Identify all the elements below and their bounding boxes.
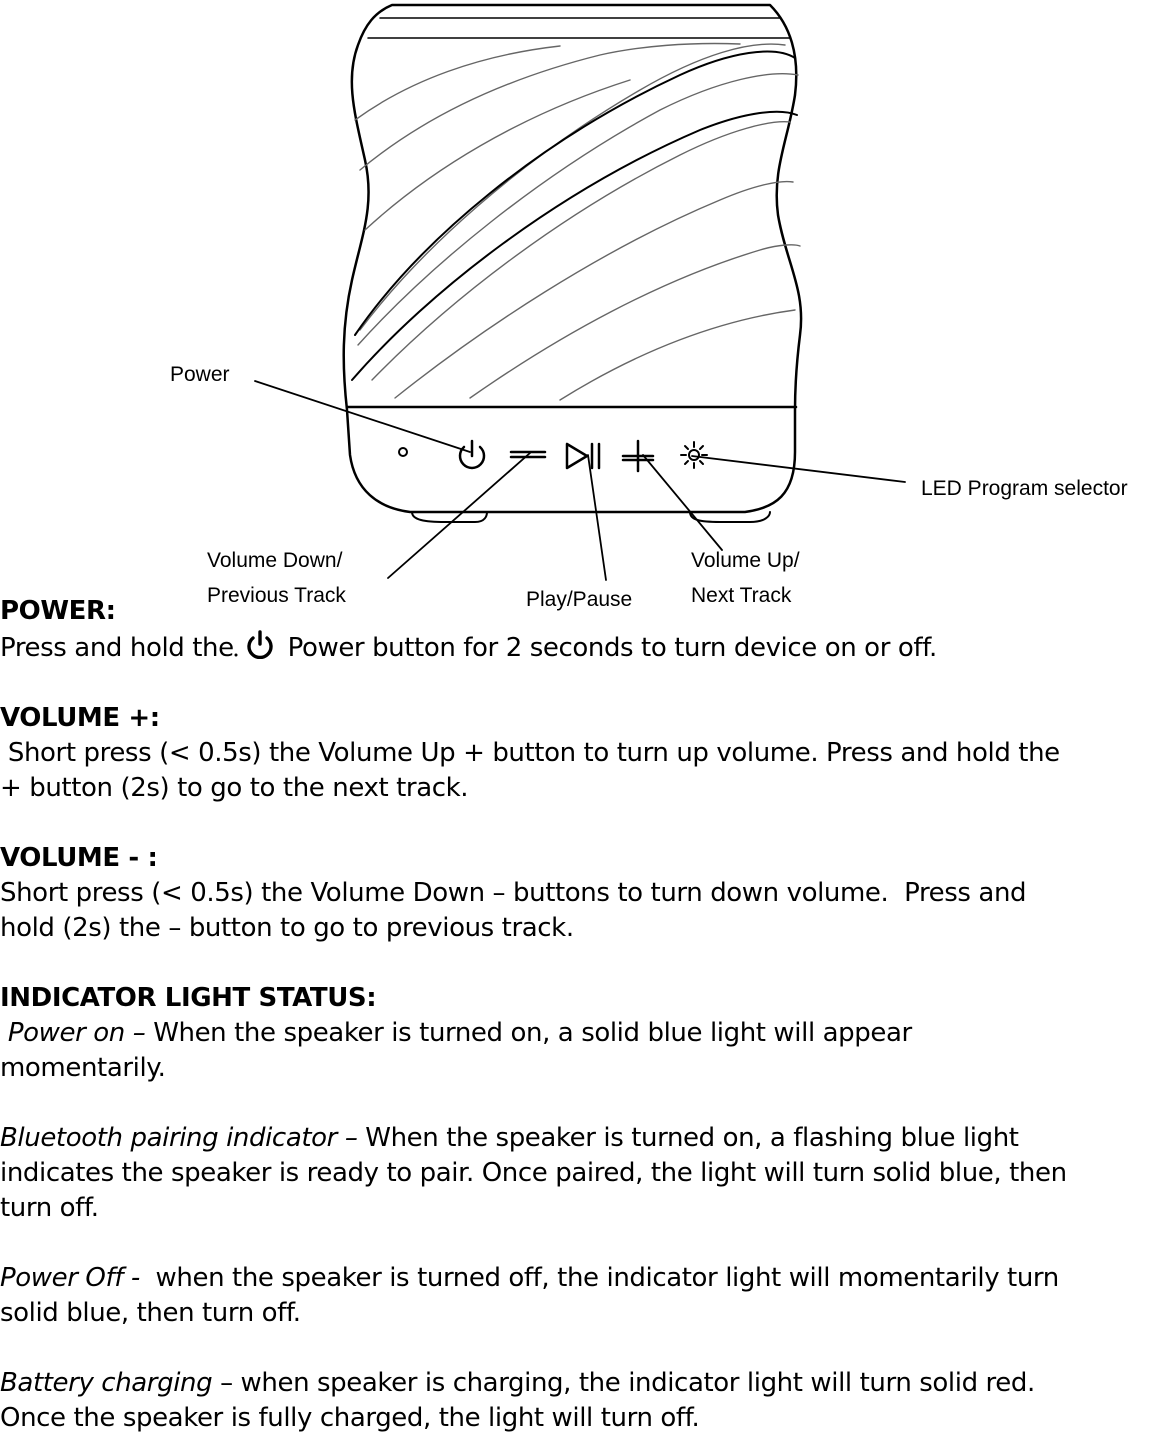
callout-volume-up-line1: Volume Up/	[691, 549, 800, 572]
volume-up-button-icon	[621, 439, 655, 473]
speaker-diagram	[254, 3, 906, 581]
speaker-body-outline	[342, 3, 803, 514]
speaker-feet	[411, 511, 771, 523]
indicator-battery: Battery charging – when speaker is charg…	[0, 1368, 1035, 1398]
volume-up-heading: VOLUME +:	[0, 703, 160, 733]
volume-up-line2: + button (2s) to go to the next track.	[0, 773, 469, 803]
callout-leader-lines	[254, 380, 906, 581]
indicator-bluetooth: Bluetooth pairing indicator – When the s…	[0, 1123, 1019, 1153]
indicator-bluetooth-line3: turn off.	[0, 1193, 99, 1223]
power-inline-icon	[234, 630, 273, 659]
callout-power: Power	[170, 363, 230, 386]
indicator-bluetooth-line2: indicates the speaker is ready to pair. …	[0, 1158, 1067, 1188]
led-leader-line	[691, 455, 906, 483]
bluetooth-label: Bluetooth pairing indicator –	[0, 1123, 358, 1153]
speaker-spiral-outline	[351, 50, 798, 381]
power-button-icon	[458, 439, 486, 470]
indicator-power-on: Power on – When the speaker is turned on…	[0, 1018, 912, 1048]
indicator-power-on-line2: momentarily.	[0, 1053, 166, 1083]
power-on-label: Power on –	[0, 1018, 146, 1048]
battery-label: Battery charging	[0, 1368, 213, 1398]
speaker-top-band	[367, 17, 791, 39]
callout-volume-up-line2: Next Track	[691, 584, 792, 607]
indicator-heading: INDICATOR LIGHT STATUS:	[0, 983, 377, 1013]
volume-up-leader-line	[642, 454, 723, 551]
callout-volume-down-line1: Volume Down/	[207, 549, 343, 572]
volume-down-line2: hold (2s) the – button to go to previous…	[0, 913, 574, 943]
callout-volume-down-line2: Previous Track	[207, 584, 346, 607]
volume-down-heading: VOLUME - :	[0, 843, 158, 873]
power-heading: POWER:	[0, 596, 116, 626]
callout-led-program-selector: LED Program selector	[921, 477, 1128, 500]
play-pause-button-icon	[565, 442, 601, 470]
volume-down-leader-line	[387, 452, 531, 579]
indicator-power-off: Power Off - when the speaker is turned o…	[0, 1263, 1059, 1293]
volume-up-line1: Short press (< 0.5s) the Volume Up + but…	[0, 738, 1060, 768]
power-leader-line	[254, 380, 471, 453]
mic-hole	[398, 447, 408, 457]
volume-down-button-icon	[509, 450, 547, 459]
indicator-battery-line2: Once the speaker is fully charged, the l…	[0, 1403, 700, 1433]
indicator-power-off-line2: solid blue, then turn off.	[0, 1298, 301, 1328]
led-button-icon	[680, 441, 708, 469]
power-off-label: Power Off -	[0, 1263, 140, 1293]
power-instruction: Press and hold the Power button for 2 se…	[0, 629, 1173, 666]
speaker-spiral-lines	[354, 42, 801, 401]
instructions: POWER: Press and hold the Power button f…	[0, 594, 1173, 1436]
callout-play-pause: Play/Pause	[526, 588, 633, 611]
volume-down-line1: Short press (< 0.5s) the Volume Down – b…	[0, 878, 1027, 908]
play-pause-leader-line	[587, 454, 607, 581]
